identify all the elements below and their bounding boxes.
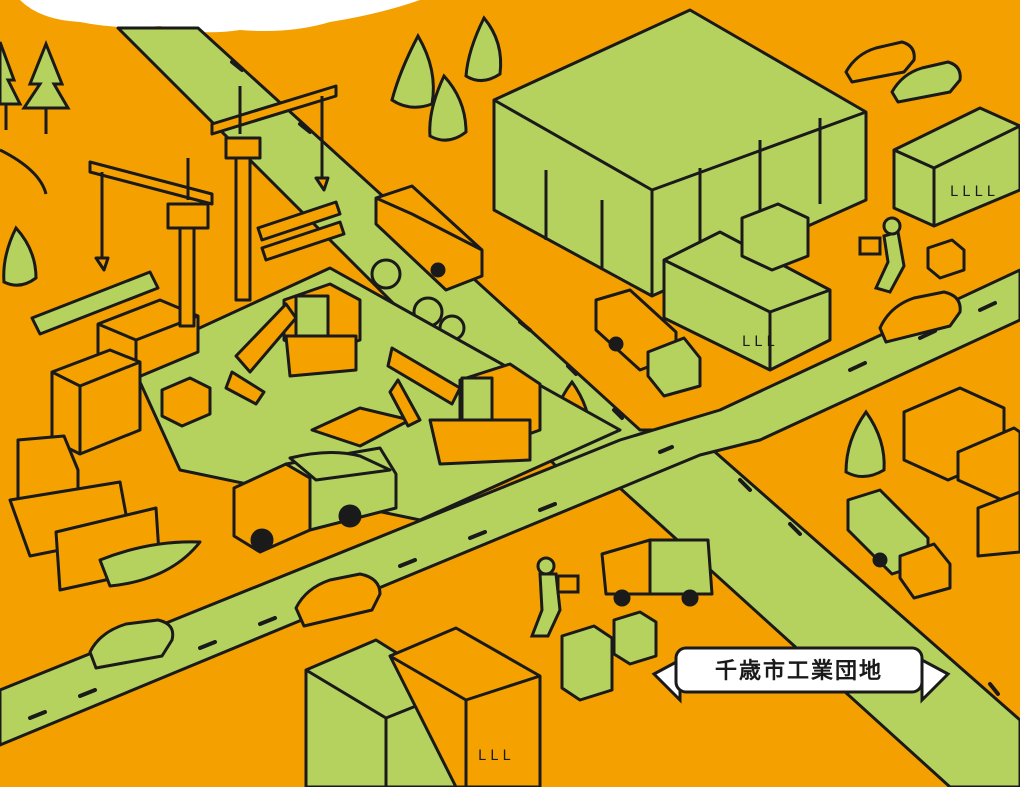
excavator: [224, 282, 362, 406]
worker-head: [882, 216, 902, 236]
bush: [370, 258, 402, 290]
truck: [374, 184, 484, 292]
ribbon-body: [674, 646, 924, 694]
warehouse: L L L: [492, 8, 868, 372]
cloud: [20, 0, 420, 33]
svg-text:L L L L: L L L L: [950, 184, 995, 200]
construction-site: [8, 84, 622, 592]
pine-tree: [0, 41, 23, 106]
svg-text:L L L: L L L: [742, 334, 775, 350]
cross-road: [0, 268, 1020, 747]
car: [878, 290, 962, 344]
bulldozer: [8, 434, 202, 592]
dump-truck: [232, 446, 398, 554]
location-label: 千歳市工業団地: [715, 658, 883, 684]
excavator: [386, 346, 542, 466]
tree-cone: [390, 32, 435, 109]
tree-cone: [464, 15, 503, 82]
svg-text:L L L: L L L: [478, 748, 511, 764]
car: [294, 572, 382, 628]
car: [88, 618, 175, 670]
truck: [594, 288, 702, 398]
car: [844, 40, 916, 84]
tower-crane: [88, 158, 214, 328]
buildings: L L L L L L L: [304, 106, 1020, 787]
truck: [846, 488, 952, 600]
tree-cone: [2, 225, 38, 287]
vehicles: [88, 40, 962, 670]
tree-cone: [428, 73, 468, 142]
tree-cone: [844, 409, 886, 478]
car: [890, 60, 962, 104]
delivery-van: [600, 538, 714, 607]
location-ribbon: 千歳市工業団地: [651, 646, 951, 704]
worker-figure: [529, 572, 562, 638]
tower-crane: [210, 84, 338, 302]
worker-head: [536, 556, 556, 576]
lane-markings: [28, 60, 1000, 720]
workers: [529, 216, 906, 638]
